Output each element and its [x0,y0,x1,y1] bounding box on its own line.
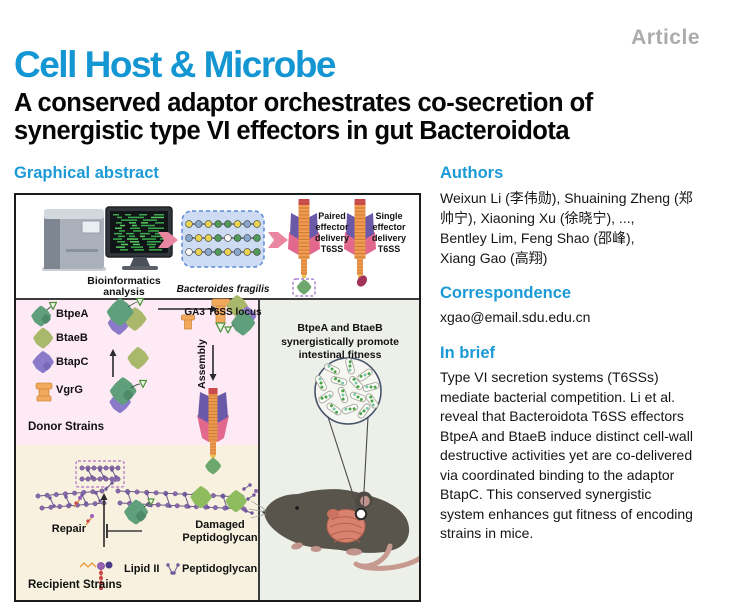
in-brief-text: Type VI secretion systems (T6SSs) mediat… [440,369,693,541]
fitness-caption: BtpeA and BtaeB synergistically promote … [281,322,399,361]
authors-heading: Authors [440,164,504,182]
graphical-abstract-heading: Graphical abstract [14,164,159,182]
locus-label: Bacteroides fragilis GA3 T6SS locus [171,272,275,330]
legend-label-btaeb: BtaeB [56,332,88,344]
correspondence-heading: Correspondence [440,284,572,302]
assembly-label: Assembly [196,339,208,389]
donor-strains-label: Donor Strains [28,421,105,433]
single-t6ss-label: Single effector delivery T6SS [371,211,407,254]
article-type-label: Article [631,26,700,49]
legend-label-vgrg: VgrG [56,384,83,396]
in-brief-heading: In brief [440,344,496,362]
peptidoglycan-label: Peptidoglycan [182,563,258,575]
bioinformatics-label: Bioinformatics analysis [87,275,161,298]
lipid2-label: Lipid II [124,563,160,575]
legend-label-btpea: BtpeA [56,308,89,320]
paper-title: A conserved adaptor orchestrates co-secr… [14,89,593,145]
correspondence-email-link[interactable]: xgao@email.sdu.edu.cn [440,309,591,325]
recipient-strains-label: Recipient Strains [28,579,122,591]
legend-label-btapc: BtapC [56,356,89,368]
panel-divider-vertical [258,300,260,600]
graphical-abstract-figure: Bioinformatics analysis Bacteroides frag… [14,193,421,602]
journal-logo: Cell Host & Microbe [14,44,337,85]
paired-t6ss-label: Paired effector delivery T6SS [314,211,350,254]
repair-label: Repair [51,523,86,535]
authors-names: Weixun Li (李伟勋), Shuaining Zheng (郑 帅宁),… [440,190,693,266]
locus-name-label: GA3 T6SS locus [184,306,262,318]
damaged-peptidoglycan-label: Damaged Peptidoglycan [182,519,258,544]
locus-species-label: Bacteroides fragilis [176,283,270,295]
